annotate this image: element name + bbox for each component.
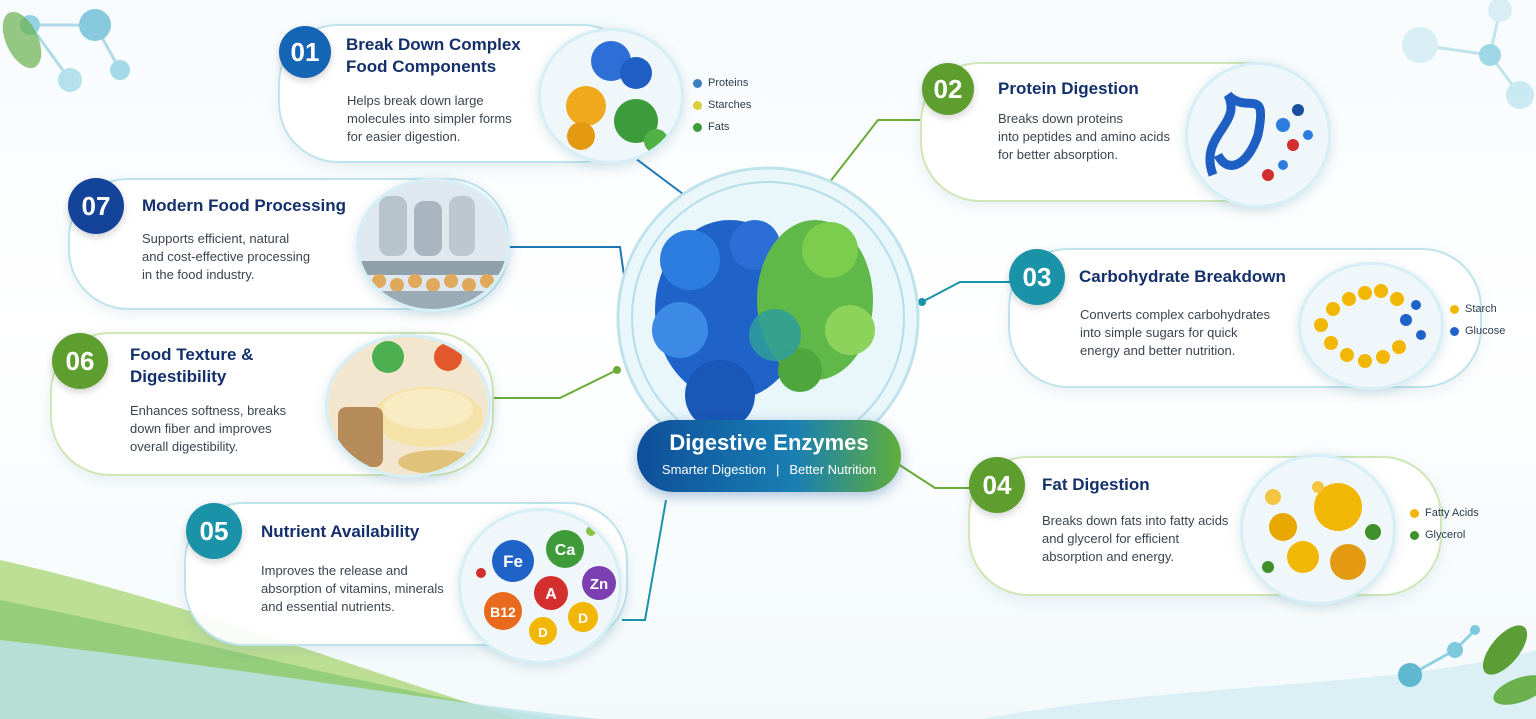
card-04-description: Breaks down fats into fatty acids and gl… — [1042, 513, 1229, 564]
center-title: Digestive Enzymes — [669, 430, 869, 455]
card-03-number-badge: 03 — [1009, 249, 1065, 305]
card-07-factory-image — [356, 178, 510, 312]
card-05-title: Nutrient Availability — [261, 522, 420, 541]
card-06-title-line1: Food Texture & — [130, 345, 254, 364]
card-04-title: Fat Digestion — [1042, 475, 1150, 494]
center-title-banner: Digestive Enzymes Smarter Digestion | Bett… — [637, 420, 901, 492]
enzyme-molecule-illustration — [652, 220, 875, 430]
card-06-title-line2: Digestibility — [130, 367, 227, 386]
center-subtitle-left: Smarter Digestion — [661, 462, 766, 477]
card-02-description: Breaks down proteins into peptides and a… — [998, 111, 1171, 162]
nutrient-zn-label: Zn — [590, 576, 608, 593]
nutrient-d-label-2: D — [538, 625, 547, 640]
card-03-description: Converts complex carbohydrates into simp… — [1080, 307, 1271, 358]
card-06-title: Food Texture & Digestibility — [130, 344, 253, 388]
card-01-legend: Proteins Starches Fats — [693, 72, 751, 138]
legend-item-fatty-acids: Fatty Acids — [1410, 502, 1479, 524]
card-07-title: Modern Food Processing — [142, 196, 347, 215]
legend-item-glycerol: Glycerol — [1410, 524, 1479, 546]
nutrient-b12-label: B12 — [490, 604, 516, 620]
nutrient-ca-label: Ca — [555, 542, 576, 559]
card-01-molecule-image — [538, 28, 684, 164]
card-01-title-line2: Food Components — [346, 57, 497, 76]
card-03-carbohydrate-image — [1298, 262, 1444, 390]
molecule-decor-top-right — [1402, 0, 1534, 109]
card-01-title: Break Down Complex Food Components — [346, 34, 521, 78]
card-02-number-badge: 02 — [922, 63, 974, 115]
card-04-number-badge: 04 — [969, 457, 1025, 513]
center-subtitle: Smarter Digestion | Better Nutrition — [637, 462, 901, 477]
legend-item-starches: Starches — [693, 94, 751, 116]
legend-item-proteins: Proteins — [693, 72, 751, 94]
card-05-nutrients-image: Fe Ca Zn A B12 D D — [458, 508, 622, 664]
legend-item-fats: Fats — [693, 116, 751, 138]
molecule-decor-bottom-right — [1398, 625, 1480, 687]
card-04-legend: Fatty Acids Glycerol — [1410, 502, 1479, 546]
card-01-description: Helps break down large molecules into si… — [347, 93, 512, 144]
card-06-description: Enhances softness, breaks down fiber and… — [130, 403, 287, 454]
card-05-description: Improves the release and absorption of v… — [261, 563, 444, 614]
leaf-decor-bottom-right — [1482, 625, 1528, 675]
card-01-number-badge: 01 — [279, 26, 331, 78]
nutrient-d-label-1: D — [578, 610, 588, 626]
nutrient-fe-label: Fe — [503, 552, 523, 571]
center-subtitle-separator: | — [775, 462, 780, 477]
card-03-title: Carbohydrate Breakdown — [1079, 267, 1286, 286]
card-07-number-badge: 07 — [68, 178, 124, 234]
card-06-number-badge: 06 — [52, 333, 108, 389]
card-04-fat-droplets-image — [1240, 454, 1396, 605]
card-02-title: Protein Digestion — [998, 79, 1139, 98]
nutrient-a-label: A — [545, 586, 557, 603]
legend-item-starch: Starch — [1450, 298, 1505, 320]
card-02-protein-image — [1185, 62, 1331, 208]
legend-item-glucose: Glucose — [1450, 320, 1505, 342]
card-05-number-badge: 05 — [186, 503, 242, 559]
leaf-decor-top-left — [2, 11, 42, 69]
card-06-food-image — [325, 334, 491, 478]
card-03-legend: Starch Glucose — [1450, 298, 1505, 342]
card-07-description: Supports efficient, natural and cost-eff… — [142, 231, 311, 282]
center-subtitle-right: Better Nutrition — [789, 462, 877, 477]
card-01-title-line1: Break Down Complex — [346, 35, 521, 54]
